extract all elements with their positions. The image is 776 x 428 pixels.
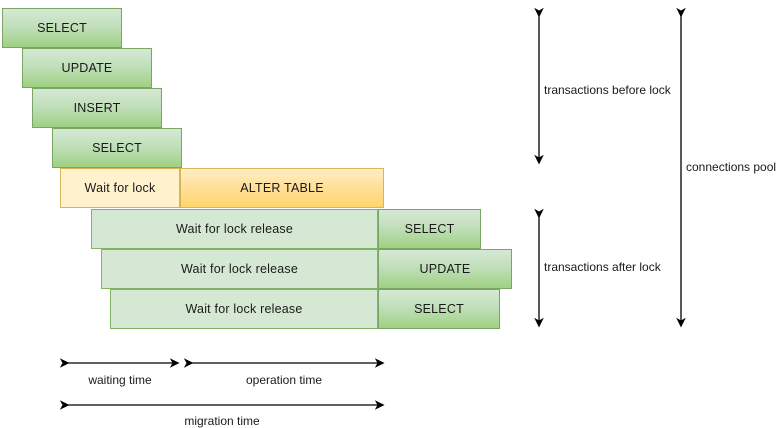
bar-label: Wait for lock release xyxy=(176,222,293,236)
wait-for-lock-release-bar-3[interactable]: Wait for lock release xyxy=(110,289,378,329)
bar-label: UPDATE xyxy=(419,262,471,276)
bar-label: Wait for lock release xyxy=(181,262,298,276)
transaction-bar-select-1[interactable]: SELECT xyxy=(2,8,122,48)
annotation-transactions-after-lock: transactions after lock xyxy=(544,260,661,274)
transaction-bar-update-1[interactable]: UPDATE xyxy=(22,48,152,88)
bar-label: SELECT xyxy=(37,21,87,35)
transaction-bar-update-2[interactable]: UPDATE xyxy=(378,249,512,289)
alter-table-bar[interactable]: ALTER TABLE xyxy=(180,168,384,208)
annotation-label: operation time xyxy=(245,373,323,387)
annotation-label: connections pool xyxy=(686,160,776,174)
annotation-operation-time: operation time xyxy=(246,373,322,387)
transaction-bar-insert-1[interactable]: INSERT xyxy=(32,88,162,128)
bar-label: SELECT xyxy=(404,222,455,236)
transaction-bar-select-2[interactable]: SELECT xyxy=(52,128,182,168)
annotation-label: migration time xyxy=(184,414,260,428)
bar-label: SELECT xyxy=(92,141,142,155)
bar-label: Wait for lock xyxy=(84,181,156,195)
bar-label: ALTER TABLE xyxy=(240,181,324,195)
transaction-bar-select-3[interactable]: SELECT xyxy=(378,209,481,249)
wait-for-lock-release-bar-2[interactable]: Wait for lock release xyxy=(101,249,378,289)
annotation-label: transactions before lock xyxy=(544,83,671,97)
annotation-label: waiting time xyxy=(88,373,152,387)
bar-label: UPDATE xyxy=(61,61,113,75)
annotation-transactions-before-lock: transactions before lock xyxy=(544,83,671,97)
bar-label: Wait for lock release xyxy=(185,302,303,316)
bar-label: INSERT xyxy=(73,101,121,115)
annotation-waiting-time: waiting time xyxy=(88,373,151,387)
wait-for-lock-bar[interactable]: Wait for lock xyxy=(60,168,180,208)
annotation-label: transactions after lock xyxy=(544,260,661,274)
annotation-connections-pool: connections pool xyxy=(686,160,776,174)
bar-label: SELECT xyxy=(414,302,464,316)
transaction-bar-select-4[interactable]: SELECT xyxy=(378,289,500,329)
wait-for-lock-release-bar-1[interactable]: Wait for lock release xyxy=(91,209,378,249)
annotation-migration-time: migration time xyxy=(184,414,259,428)
